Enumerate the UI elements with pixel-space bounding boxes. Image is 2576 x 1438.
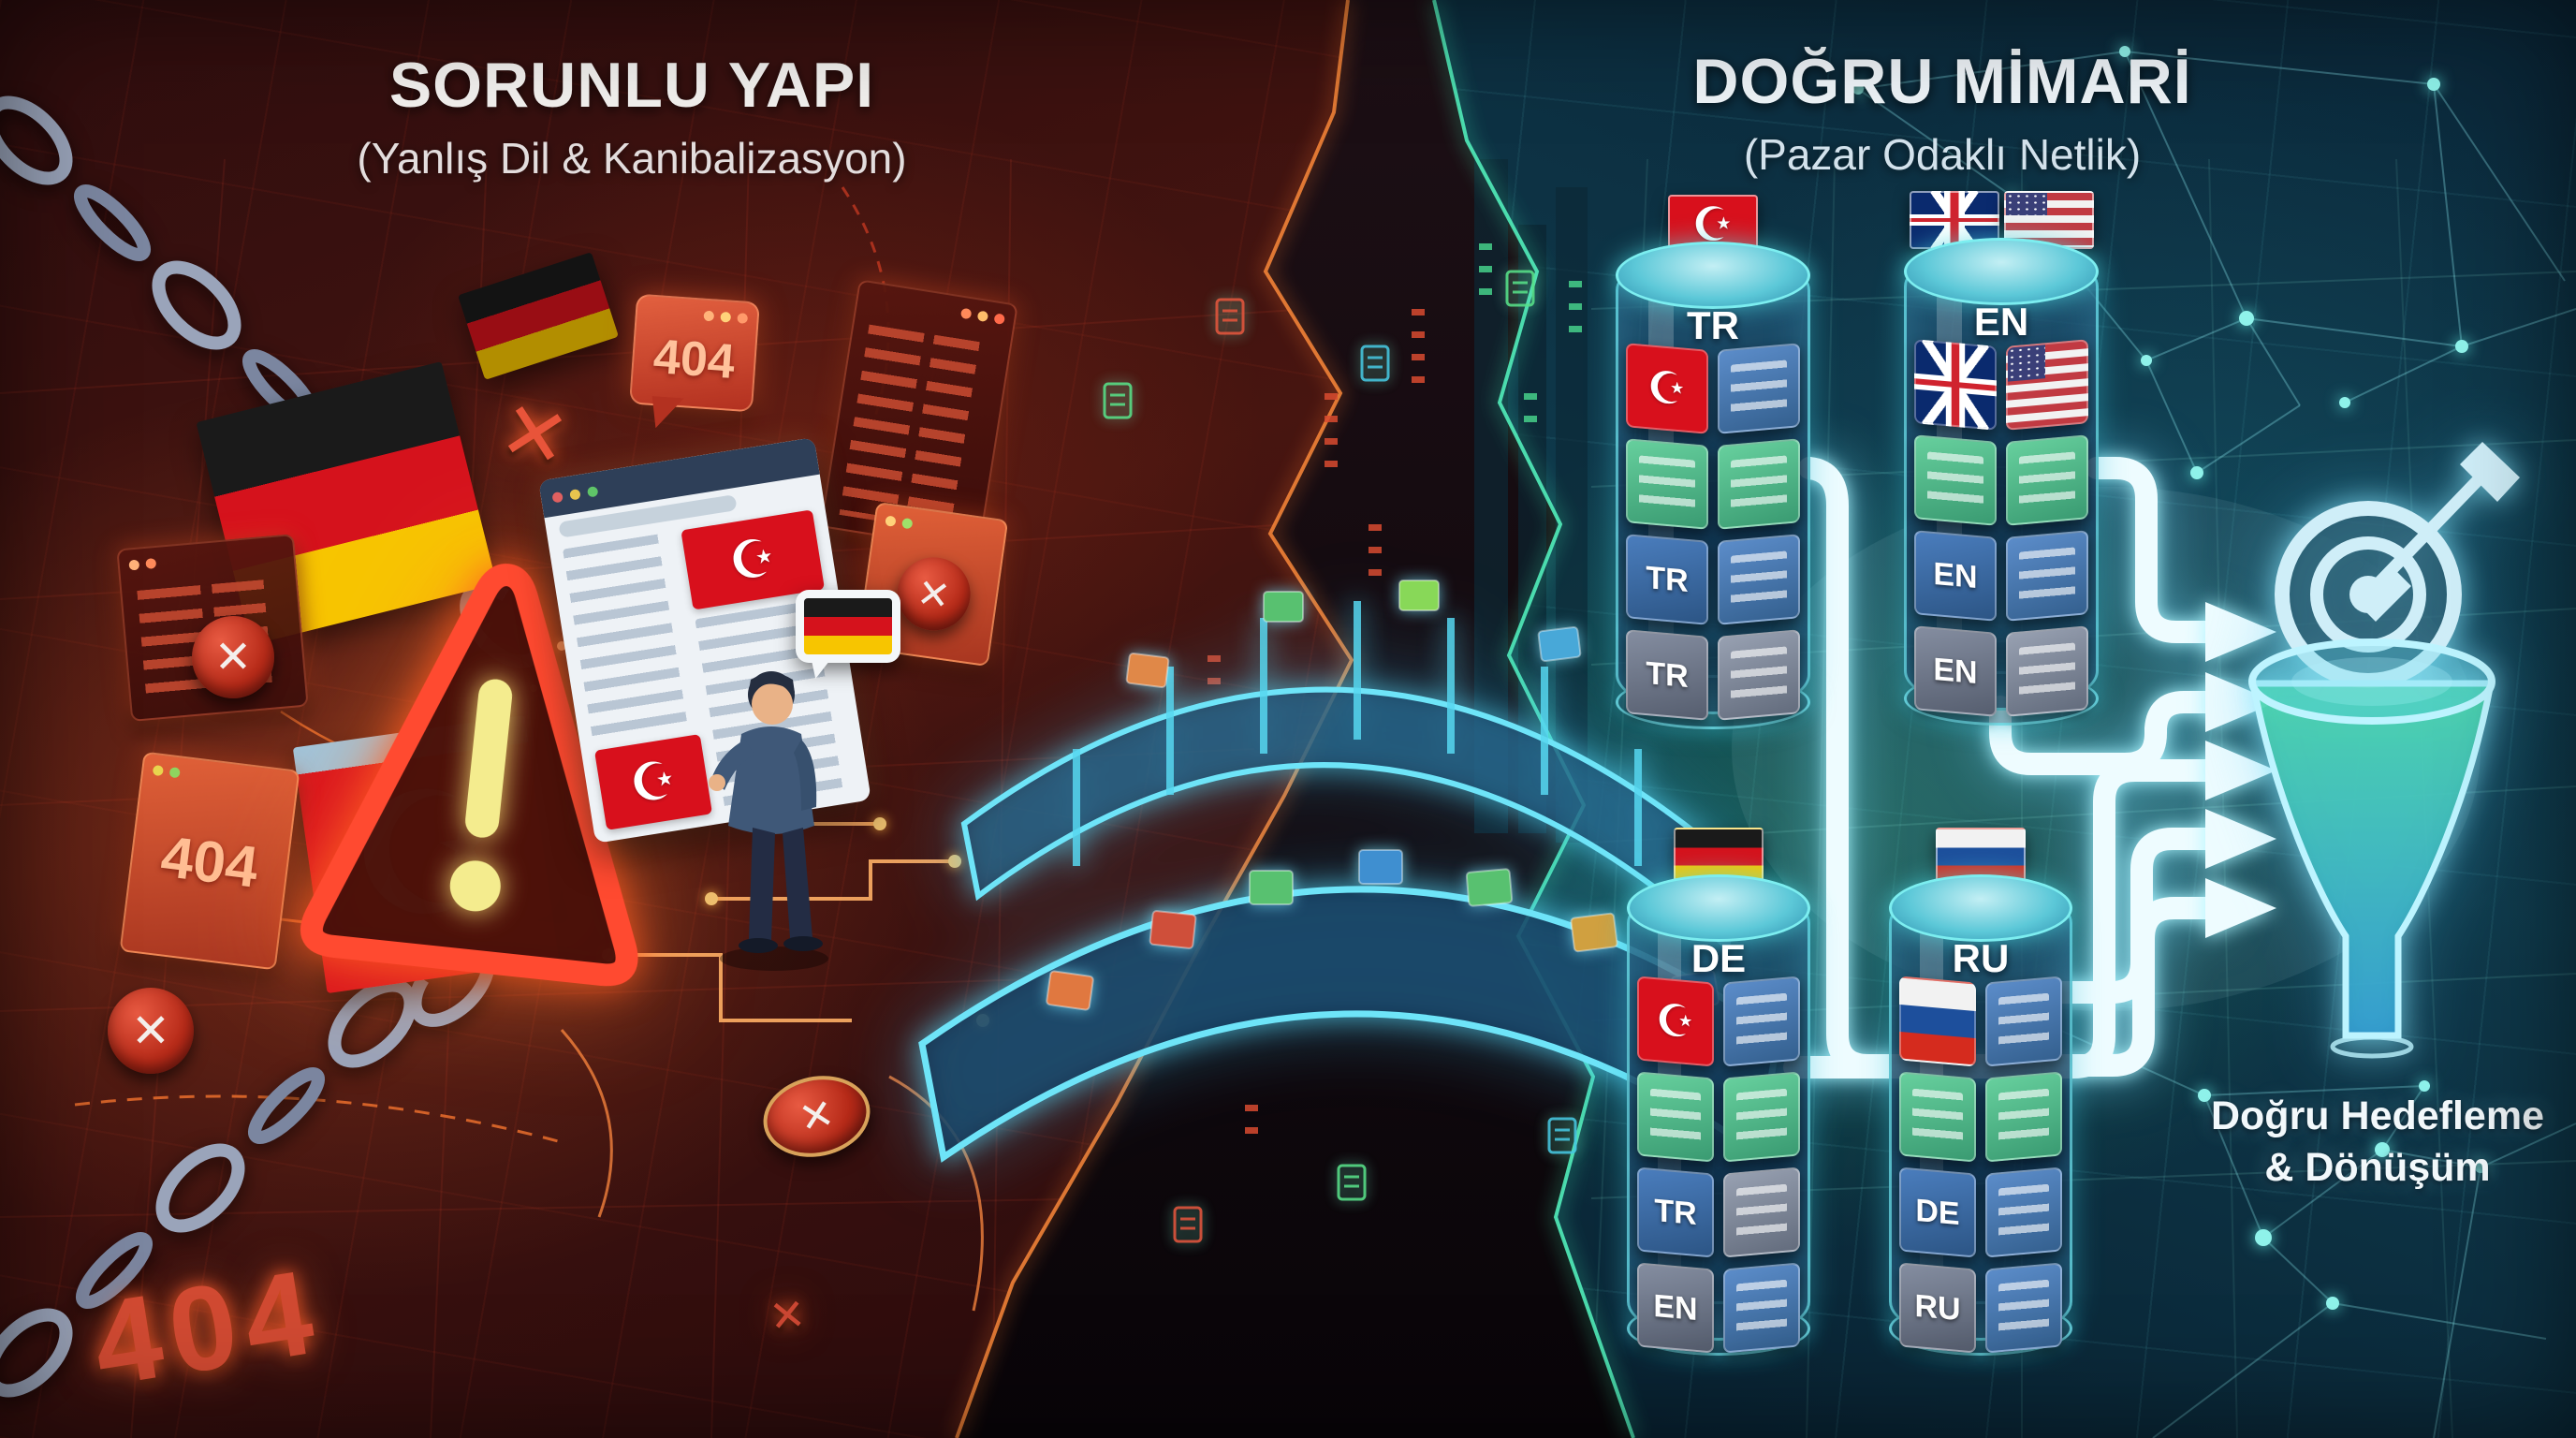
cylinder-label: RU: [1952, 936, 2010, 980]
x-circle-icon: ✕: [108, 988, 194, 1074]
left-panel-title: SORUNLU YAPI: [388, 50, 875, 121]
cylinder-top-flags: [1904, 191, 2099, 249]
cylinder-label: EN: [1973, 300, 2029, 344]
warning-triangle-icon: [300, 564, 638, 987]
conversion-caption: Doğru Hedefleme & Dönüşüm: [2195, 1091, 2560, 1194]
german-speech-bubble: [796, 590, 900, 663]
flag-icon: [2003, 191, 2094, 249]
db-cylinder-ru: RU DE RU: [1889, 828, 2072, 1356]
cylinder-lid: [1904, 238, 2099, 305]
cylinder-lid: [1627, 874, 1810, 942]
cylinder-lid: [1889, 874, 2072, 942]
left-panel-subtitle: (Yanlış Dil & Kanibalizasyon): [357, 134, 907, 183]
person-figure: [709, 671, 828, 971]
german-flag-icon: [804, 598, 892, 654]
right-panel-title: DOĞRU MİMARİ: [1692, 46, 2192, 117]
db-cylinder-en: EN EN EN: [1904, 191, 2099, 726]
db-cylinder-de: DE TR EN: [1627, 828, 1810, 1356]
caption-line-2: & Dönüşüm: [2264, 1145, 2491, 1191]
cylinder-label: TR: [1687, 303, 1739, 347]
cylinder-lid: [1616, 242, 1810, 309]
right-panel-subtitle: (Pazar Odaklı Netlik): [1743, 130, 2142, 179]
x-circle-icon: ✕: [192, 616, 274, 698]
cylinder-label: DE: [1690, 936, 1747, 980]
db-cylinder-tr: TR TR TR: [1616, 195, 1810, 729]
caption-line-1: Doğru Hedefleme: [2210, 1093, 2544, 1138]
